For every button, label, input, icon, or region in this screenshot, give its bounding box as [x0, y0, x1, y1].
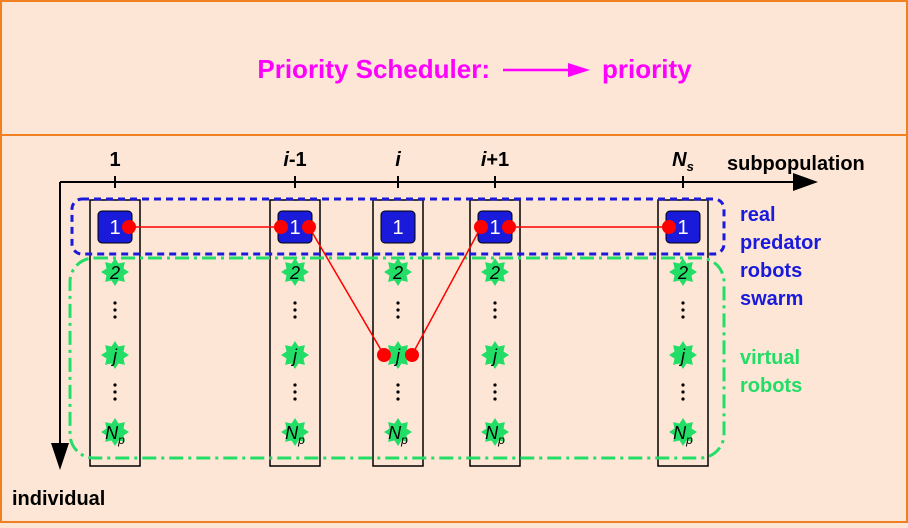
ellipsis-dot	[113, 397, 117, 401]
real-robot-label: 1	[489, 217, 500, 239]
y-axis-arrow	[51, 443, 69, 470]
subpopulation-column	[89, 199, 141, 467]
real-robot-node	[380, 210, 416, 244]
virtual-robot-label: Np	[388, 423, 408, 447]
priority-path-point	[274, 220, 288, 234]
ellipsis-dot	[293, 397, 297, 401]
ellipsis-dot	[293, 301, 297, 305]
x-axis-arrow	[793, 173, 818, 191]
virtual-robot-label: j	[110, 346, 118, 366]
ellipsis-dot	[113, 383, 117, 387]
real-swarm-group	[70, 197, 726, 256]
legend-real-line-2: predator	[740, 232, 821, 254]
columns-layer: 1 1 2 jNp i-1 1 2 jNp i 1 2 jNp i+1 1 2 jNp Ns 1 2 jNp	[89, 149, 709, 467]
priority-label: priority	[602, 54, 692, 84]
real-robot-label: 1	[289, 217, 300, 239]
ellipsis-dot	[493, 383, 497, 387]
virtual-robot-label: Np	[105, 423, 125, 447]
subpopulation-column	[269, 199, 321, 467]
virtual-robot-label: Np	[673, 423, 693, 447]
real-robot-label: 1	[392, 217, 403, 239]
virtual-robot-label: Np	[485, 423, 505, 447]
priority-path-point	[502, 220, 516, 234]
real-robot-label: 1	[677, 217, 688, 239]
ellipsis-dot	[493, 397, 497, 401]
ellipsis-dot	[681, 383, 685, 387]
ellipsis-dot	[396, 390, 400, 394]
ellipsis-dot	[396, 383, 400, 387]
ellipsis-dot	[113, 390, 117, 394]
ellipsis-dot	[681, 315, 685, 319]
legend-real-line-1: real	[740, 204, 776, 226]
ellipsis-dot	[113, 308, 117, 312]
ellipsis-dot	[396, 308, 400, 312]
ellipsis-dot	[493, 390, 497, 394]
column-label-3: i	[395, 149, 401, 171]
virtual-robot-label: 2	[489, 263, 500, 283]
ellipsis-dot	[113, 301, 117, 305]
ellipsis-dot	[681, 308, 685, 312]
ellipsis-dot	[396, 315, 400, 319]
virtual-robots-group	[68, 256, 726, 460]
priority-path-point	[405, 348, 419, 362]
ellipsis-dot	[113, 315, 117, 319]
virtual-robot-label: 2	[677, 263, 688, 283]
ellipsis-dot	[293, 315, 297, 319]
ellipsis-dot	[293, 308, 297, 312]
virtual-robot-label: 2	[289, 263, 300, 283]
legend-virtual-line-2: robots	[740, 375, 802, 397]
ellipsis-dot	[681, 397, 685, 401]
virtual-robot-label: Np	[285, 423, 305, 447]
ellipsis-dot	[396, 301, 400, 305]
legend-virtual-line-1: virtual	[740, 347, 800, 369]
virtual-robot-label: 2	[109, 263, 120, 283]
x-axis-label: subpopulation	[727, 153, 865, 175]
priority-arrow-head	[568, 63, 590, 77]
virtual-robot-label: j	[678, 346, 686, 366]
legend-real-line-3: robots	[740, 260, 802, 282]
virtual-robot-label: j	[393, 346, 401, 366]
ellipsis-dot	[493, 308, 497, 312]
column-label-4: i+1	[481, 149, 509, 171]
ellipsis-dot	[293, 390, 297, 394]
column-label-5: Ns	[672, 149, 694, 174]
column-label-2: i-1	[283, 149, 306, 171]
real-robot-label: 1	[109, 217, 120, 239]
scheduler-title: Priority Scheduler:	[257, 54, 490, 84]
priority-path-point	[377, 348, 391, 362]
priority-path-segment	[308, 226, 385, 356]
column-label-1: 1	[109, 149, 120, 171]
priority-path-segment	[411, 226, 482, 356]
virtual-robot-label: j	[490, 346, 498, 366]
ellipsis-dot	[493, 301, 497, 305]
priority-path-point	[302, 220, 316, 234]
legend-real-line-4: swarm	[740, 288, 803, 310]
y-axis-label: individual	[12, 488, 105, 510]
virtual-robot-label: j	[290, 346, 298, 366]
ellipsis-dot	[293, 383, 297, 387]
ellipsis-dot	[681, 301, 685, 305]
ellipsis-dot	[681, 390, 685, 394]
priority-path-point	[122, 220, 136, 234]
ellipsis-dot	[493, 315, 497, 319]
priority-path-point	[662, 220, 676, 234]
ellipsis-dot	[396, 397, 400, 401]
virtual-robot-label: 2	[392, 263, 403, 283]
priority-path-point	[474, 220, 488, 234]
priority-path	[122, 220, 676, 362]
